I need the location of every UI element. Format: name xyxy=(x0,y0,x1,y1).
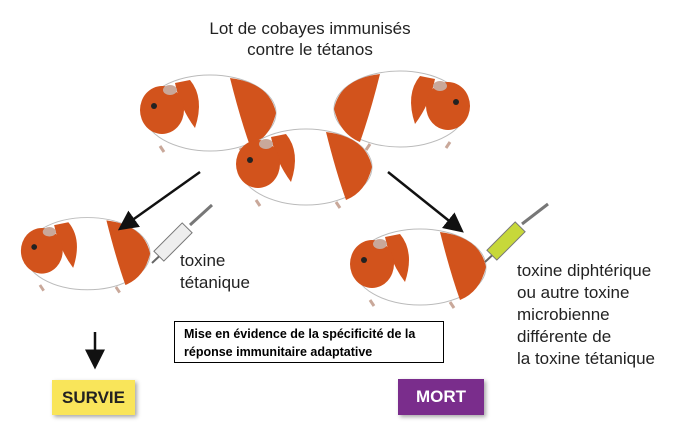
caption-line: réponse immunitaire adaptative xyxy=(184,345,373,359)
survival-badge: SURVIE xyxy=(52,380,135,415)
death-label: MORT xyxy=(415,387,467,406)
label-line: toxine diphtérique xyxy=(517,261,652,280)
arrow xyxy=(387,171,464,233)
title: Lot de cobayes immunisés contre le tétan… xyxy=(180,18,440,60)
label-line: tétanique xyxy=(180,273,250,292)
syringe-icon xyxy=(151,203,214,264)
label-line: ou autre toxine xyxy=(517,283,630,302)
right-injection-label: toxine diphtérique ou autre toxine micro… xyxy=(517,260,655,370)
syringe-icon xyxy=(484,202,549,263)
title-line: Lot de cobayes immunisés xyxy=(209,19,411,38)
caption-box: Mise en évidence de la spécificité de la… xyxy=(174,321,444,363)
guinea-pig xyxy=(348,227,488,310)
label-line: différente de xyxy=(517,327,612,346)
caption-line: Mise en évidence de la spécificité de la xyxy=(184,327,416,341)
guinea-pig xyxy=(234,127,374,210)
left-injection-label: toxine tétanique xyxy=(180,250,250,294)
label-line: microbienne xyxy=(517,305,610,324)
title-line: contre le tétanos xyxy=(247,40,373,59)
label-line: la toxine tétanique xyxy=(517,349,655,368)
guinea-pig xyxy=(19,216,152,295)
label-line: toxine xyxy=(180,251,226,270)
arrow xyxy=(117,170,201,231)
survival-label: SURVIE xyxy=(62,387,125,407)
guinea-pig xyxy=(332,69,472,152)
death-badge: MORT xyxy=(398,379,484,415)
